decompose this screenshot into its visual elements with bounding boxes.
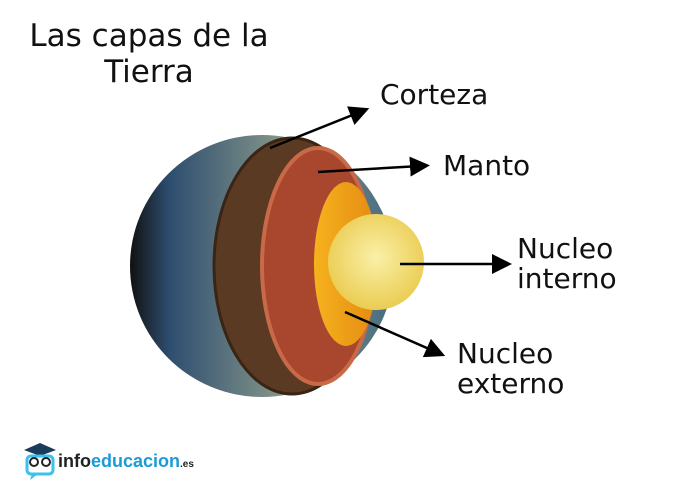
outer-core-arrow (344, 310, 446, 358)
outer-core-line-2: externo (457, 367, 565, 400)
logo-text-es: .es (180, 458, 194, 470)
title-line-1: Las capas de la (29, 18, 269, 54)
inner-core (328, 214, 424, 310)
mantle-arrow (317, 156, 430, 177)
crust-arrow (269, 106, 370, 150)
inner-core-line-2: interno (517, 262, 617, 295)
label-mantle: Manto (443, 149, 531, 182)
outer-core-line-1: Nucleo (457, 337, 554, 370)
logo-text-educacion: educacion (91, 450, 181, 471)
title-line-2: Tierra (104, 54, 194, 90)
label-crust: Corteza (380, 78, 489, 111)
graduate-mascot-icon (24, 443, 56, 480)
logo-text-info: info (58, 450, 91, 471)
inner-core-line-1: Nucleo (517, 232, 614, 265)
